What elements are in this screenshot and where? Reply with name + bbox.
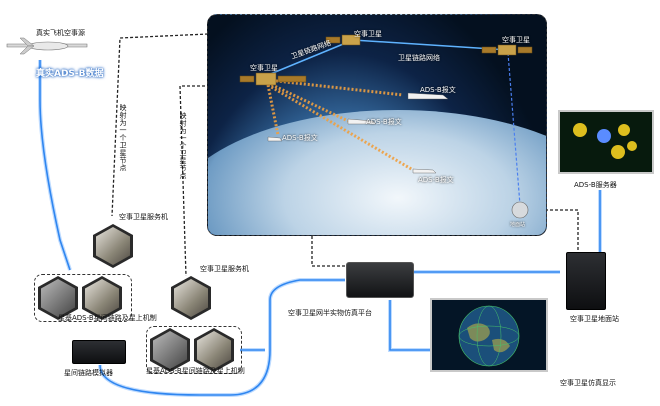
platform-label: 空事卫星网半实物仿真平台 [288, 309, 372, 317]
payload2a-photo [153, 331, 187, 369]
dish-label: 地面站 [510, 222, 526, 228]
sat1-label: 空事卫星 [250, 64, 278, 72]
adsb-server-label: ADS-B服务器 [574, 181, 617, 189]
space-scene: 空事卫星 空事卫星 空事卫星 卫星链路网络 卫星链路网络 ADS-B报文 ADS… [207, 14, 547, 236]
satellite-1 [239, 72, 307, 86]
globe-view [458, 305, 520, 367]
dash-link-sat-server2 [179, 85, 250, 277]
platform-device [346, 262, 414, 298]
msg3-label: ADS-B报文 [282, 134, 318, 142]
payload1-box [34, 274, 132, 322]
msg1-label: ADS-B报文 [420, 86, 456, 94]
display-monitor [430, 298, 548, 372]
ground-station-tower [566, 252, 606, 310]
adsb-server-screen [558, 110, 654, 174]
uav-icon [6, 37, 88, 55]
msg2-label: ADS-B报文 [366, 118, 402, 126]
sat2-label: 空事卫星 [354, 30, 382, 38]
payload1a-photo [41, 279, 75, 317]
dash-link-space-platform [311, 236, 360, 267]
dash-link-space-groundstation [540, 209, 579, 250]
msg4-label: ADS-B报文 [418, 176, 454, 184]
dash-link-sat-server1 [111, 33, 209, 217]
payload1b-photo [85, 279, 119, 317]
server2-photo [174, 279, 208, 317]
sat3-label: 空事卫星 [502, 36, 530, 44]
real-adsb-label: 真实ADS-B数据 [36, 69, 104, 79]
map-sat1-label: 映射为一个卫星节点 [119, 104, 127, 172]
earth-limb [208, 110, 546, 235]
space-overlay [239, 34, 533, 219]
isl2-label: 卫星链路网络 [398, 54, 440, 62]
satellite-3 [481, 44, 533, 56]
payload2b-photo [197, 331, 231, 369]
link-sim-label: 星间链路模拟器 [64, 369, 113, 377]
adsb-heatmap [573, 123, 637, 159]
display-label: 空事卫星仿真显示 [560, 379, 616, 387]
server1-label: 空事卫星服务机 [119, 213, 168, 221]
payload2-box [146, 326, 242, 374]
payload1-label: 星基ADS-B星间链路及星上机制 [58, 314, 157, 322]
payload2-label: 星基ADS-B星间链路及星上机制 [146, 367, 245, 375]
uav-source-label: 真实飞机空事源 [36, 29, 85, 37]
ground-station-label: 空事卫星地面站 [570, 315, 619, 323]
satellite-2 [325, 34, 361, 46]
server2-label: 空事卫星服务机 [200, 265, 249, 273]
link-simulator-device [72, 340, 126, 364]
map-sat2-label: 映射为一个卫星节点 [179, 112, 187, 180]
